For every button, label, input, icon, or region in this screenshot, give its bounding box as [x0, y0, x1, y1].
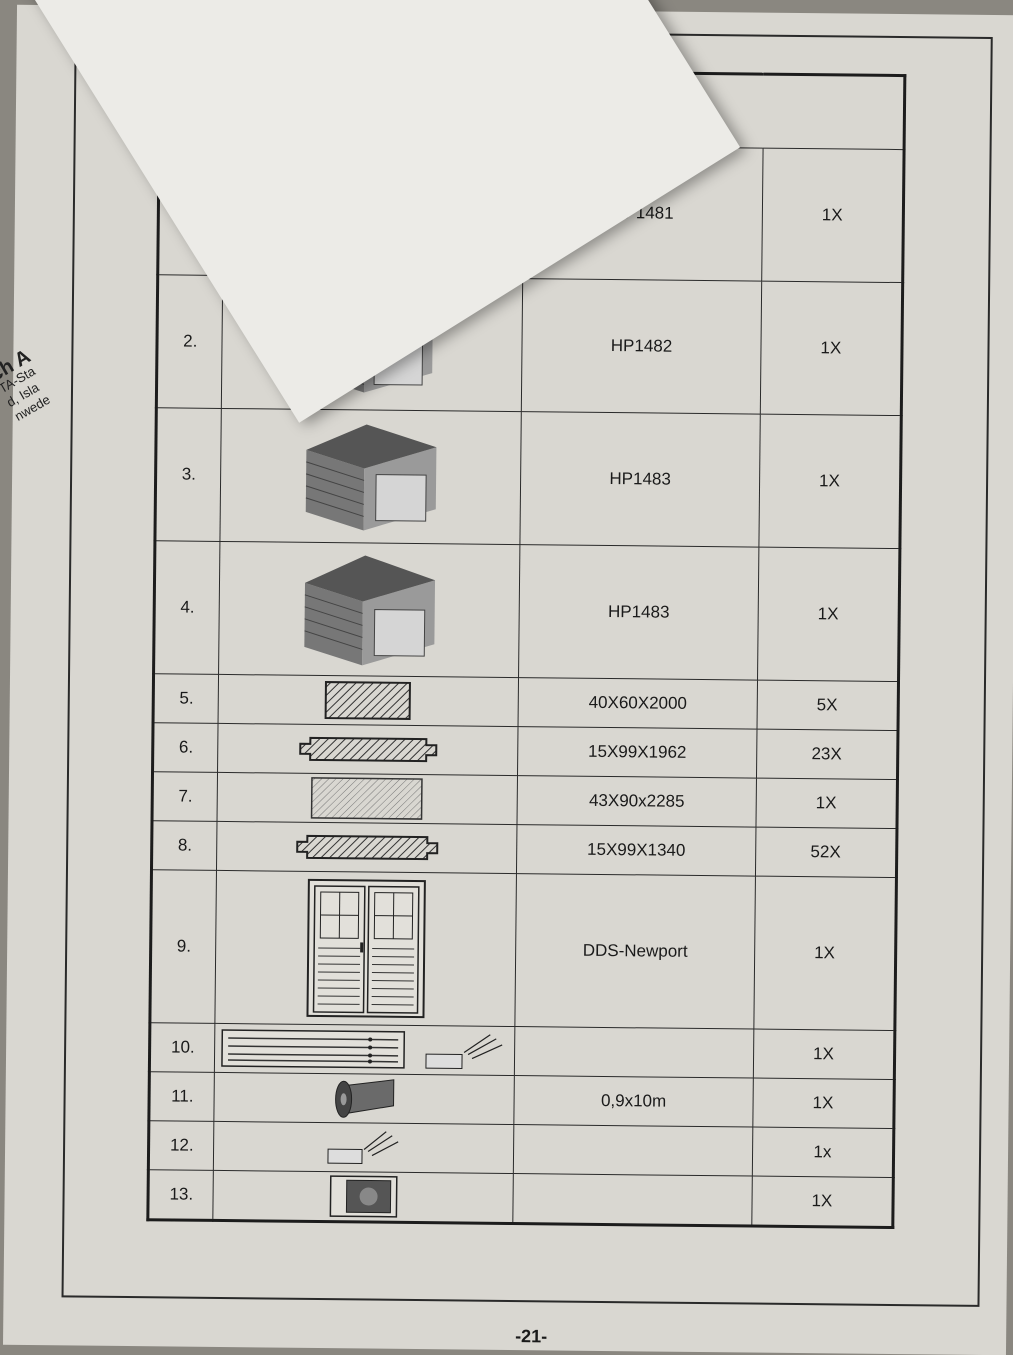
part-quantity: 23X: [756, 729, 898, 779]
part-quantity: 1X: [757, 547, 900, 681]
part-quantity: 1X: [761, 148, 904, 282]
table-row: 10. 1X: [149, 1023, 894, 1080]
part-quantity: 1X: [760, 281, 903, 415]
table-row: 4. HP1483 1X: [154, 541, 900, 682]
part-quantity: 52X: [755, 827, 897, 877]
hardware-bag-icon: [214, 1121, 514, 1173]
part-code: DDS-Newport: [515, 874, 755, 1029]
row-number: 3.: [155, 408, 222, 542]
part-code: [513, 1174, 752, 1226]
board-tongue-groove-icon: [217, 821, 517, 873]
double-door-icon: [215, 870, 516, 1026]
board-tongue-groove-icon: [218, 723, 518, 775]
table-row: 11. 0,9x10m 1X: [149, 1072, 894, 1129]
part-code: 15X99X1962: [518, 727, 757, 778]
part-quantity: 5X: [757, 680, 899, 730]
row-number: 2.: [156, 275, 223, 409]
row-number: 4.: [154, 541, 221, 675]
part-code: 15X99X1340: [517, 825, 756, 876]
table-row: 8. 15X99X1340 52X: [151, 821, 896, 878]
row-number: 8.: [151, 821, 217, 871]
part-code: 0,9x10m: [514, 1076, 753, 1127]
row-number: 6.: [153, 723, 219, 773]
window-strips-and-hardware-icon: [215, 1023, 515, 1075]
beam-icon: [219, 674, 519, 726]
table-row: 5. 40X60X2000 5X: [153, 674, 898, 731]
shed-3d-icon: [219, 541, 520, 677]
part-quantity: 1X: [753, 1078, 895, 1128]
part-code: HP1483: [520, 412, 760, 547]
part-quantity: 1X: [752, 1176, 894, 1227]
page-number: -21-: [515, 1326, 547, 1347]
part-code: 40X60X2000: [518, 678, 757, 729]
part-quantity: 1X: [756, 778, 898, 828]
table-row: 3. HP1483 1X: [155, 408, 901, 549]
part-code: HP1482: [522, 279, 762, 414]
row-number: 9.: [150, 870, 217, 1024]
table-row: 9.: [150, 870, 897, 1031]
instruction-card-icon: [213, 1170, 513, 1223]
row-number: 7.: [152, 772, 218, 822]
part-code: HP1483: [519, 545, 759, 680]
plank-icon: [217, 772, 517, 824]
part-quantity: 1X: [759, 414, 902, 548]
table-row: 6. 15X99X1962 23X: [153, 723, 898, 780]
table-row: 7. 43X90x2285 1X: [152, 772, 897, 829]
shed-3d-icon: [220, 408, 521, 544]
roofing-roll-icon: [214, 1072, 514, 1124]
part-code: [515, 1027, 754, 1078]
row-number: 13.: [148, 1170, 214, 1221]
part-code: 43X90x2285: [517, 776, 756, 827]
part-code: [514, 1125, 753, 1176]
row-number: 12.: [148, 1121, 214, 1171]
part-quantity: 1X: [753, 1029, 895, 1079]
row-number: 10.: [149, 1023, 215, 1073]
row-number: 5.: [153, 674, 219, 724]
part-quantity: 1X: [754, 876, 897, 1030]
table-row: 13. 1X: [148, 1170, 893, 1228]
table-row: 12. 1x: [148, 1121, 893, 1178]
row-number: 11.: [149, 1072, 215, 1122]
part-quantity: 1x: [752, 1127, 894, 1177]
